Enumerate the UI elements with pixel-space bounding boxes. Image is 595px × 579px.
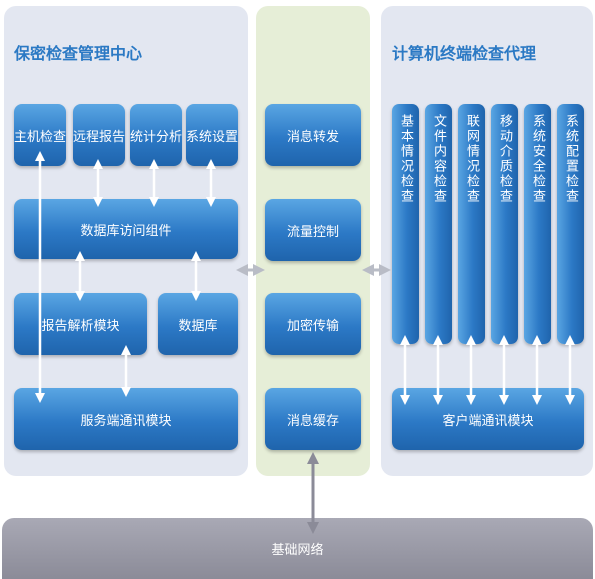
removable-media-check-column: 移动介质检查 (491, 104, 518, 344)
message-cache-box: 消息缓存 (265, 388, 361, 450)
client-comm-module: 客户端通讯模块 (392, 388, 584, 450)
statistics-box: 统计分析 (130, 104, 182, 166)
management-center-title: 保密检查管理中心 (14, 44, 143, 63)
encrypted-transfer-box: 加密传输 (265, 293, 361, 355)
database-access-component: 数据库访问组件 (14, 199, 238, 259)
system-settings-box: 系统设置 (186, 104, 238, 166)
file-content-check-column: 文件内容检查 (425, 104, 452, 344)
database-box: 数据库 (158, 293, 238, 355)
remote-report-box: 远程报告 (73, 104, 125, 166)
network-status-check-column: 联网情况检查 (458, 104, 485, 344)
server-comm-module: 服务端通讯模块 (14, 388, 238, 450)
system-security-check-column: 系统安全检查 (524, 104, 551, 344)
message-forward-box: 消息转发 (265, 104, 361, 166)
system-config-check-column: 系统配置检查 (557, 104, 584, 344)
basic-status-check-column: 基本情况检查 (392, 104, 419, 344)
host-check-box: 主机检查 (14, 104, 66, 166)
base-network-bar: 基础网络 (2, 518, 593, 579)
terminal-agent-title: 计算机终端检查代理 (392, 44, 537, 63)
traffic-control-box: 流量控制 (265, 199, 361, 261)
